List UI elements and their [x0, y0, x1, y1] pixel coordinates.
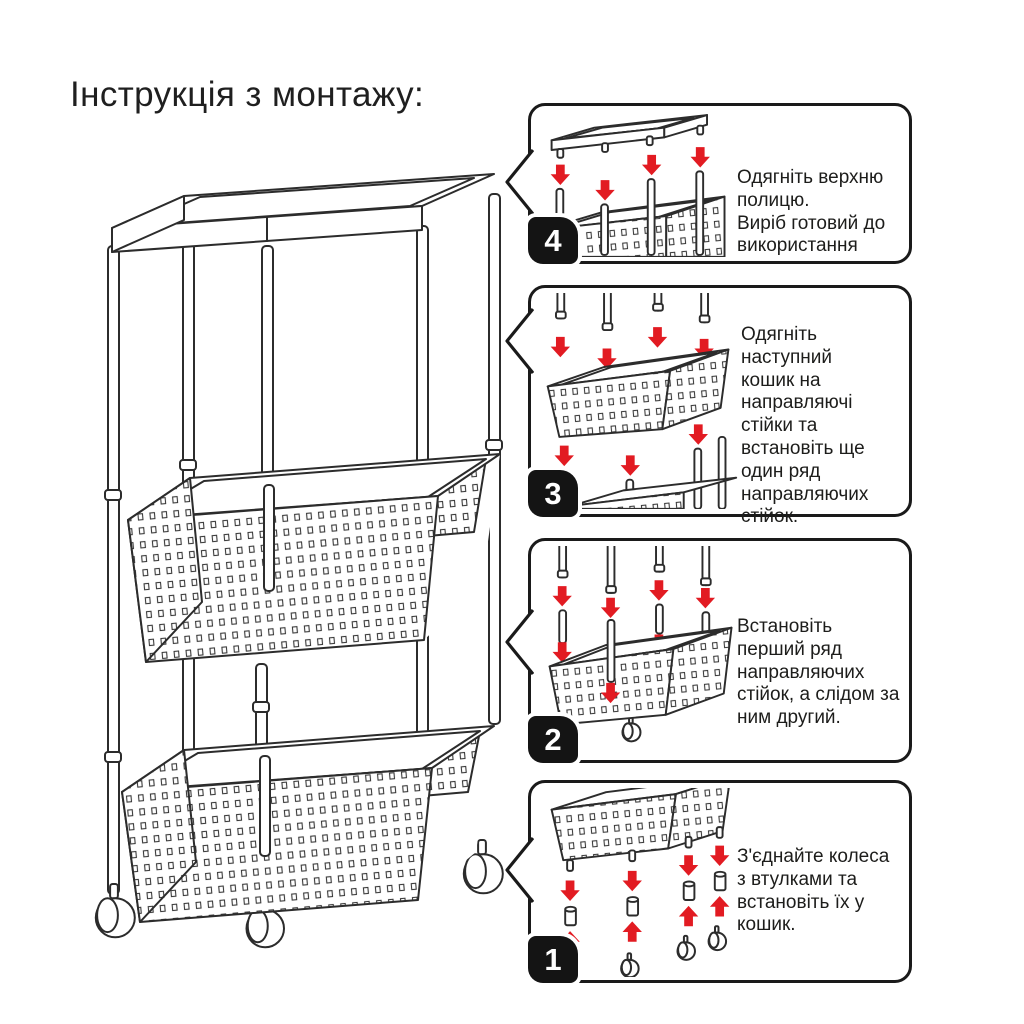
step-3-badge: 3	[528, 470, 578, 517]
upper-posts	[555, 293, 711, 332]
top-shelf	[111, 173, 495, 253]
red-up-arrows	[559, 895, 731, 953]
step-panel-4: Одягніть верхню полицю. Виріб готовий до…	[505, 103, 912, 264]
chevron-left-pointer-icon	[505, 836, 534, 904]
step-panel-2: Встановіть перший ряд направляючих стійо…	[505, 538, 912, 763]
step-3-text: Одягніть наступний кошик на направляючі …	[741, 324, 869, 528]
chevron-left-pointer-icon	[505, 148, 534, 216]
red-down-arrows	[551, 579, 717, 620]
upper-posts	[556, 546, 712, 594]
post-through-basket	[599, 619, 622, 705]
chevron-left-pointer-icon	[505, 307, 534, 375]
step-2-badge: 2	[528, 716, 578, 763]
top-shelf-piece	[550, 114, 708, 159]
bushings	[564, 870, 727, 927]
bottom-basket-piece	[548, 626, 733, 726]
step-panel-3: Одягніть наступний кошик на направляючі …	[505, 285, 912, 527]
step-2-diagram-icon	[548, 546, 733, 742]
step-2-text: Встановіть перший ряд направляючих стійо…	[737, 616, 900, 729]
partial-basket	[570, 476, 738, 509]
chevron-left-pointer-icon	[505, 608, 534, 676]
step-1-badge: 1	[528, 936, 578, 983]
step-4-badge: 4	[528, 217, 578, 264]
casters	[558, 925, 727, 977]
red-down-arrows	[549, 146, 711, 202]
bottom-basket	[121, 725, 495, 923]
middle-basket-piece	[546, 348, 730, 438]
step-4-text: Одягніть верхню полицю. Виріб готовий до…	[737, 167, 886, 257]
step-panel-1: З'єднайте колеса з втулками та встановіт…	[505, 780, 912, 983]
middle-basket	[127, 453, 501, 663]
three-tier-cart-icon	[94, 173, 505, 949]
basket-piece	[550, 788, 730, 872]
page-title: Інструкція з монтажу:	[70, 75, 425, 115]
step-1-text: З'єднайте колеса з втулками та встановіт…	[737, 846, 890, 936]
assembled-cart-illustration	[42, 140, 507, 960]
step-1-diagram-icon	[550, 788, 731, 977]
